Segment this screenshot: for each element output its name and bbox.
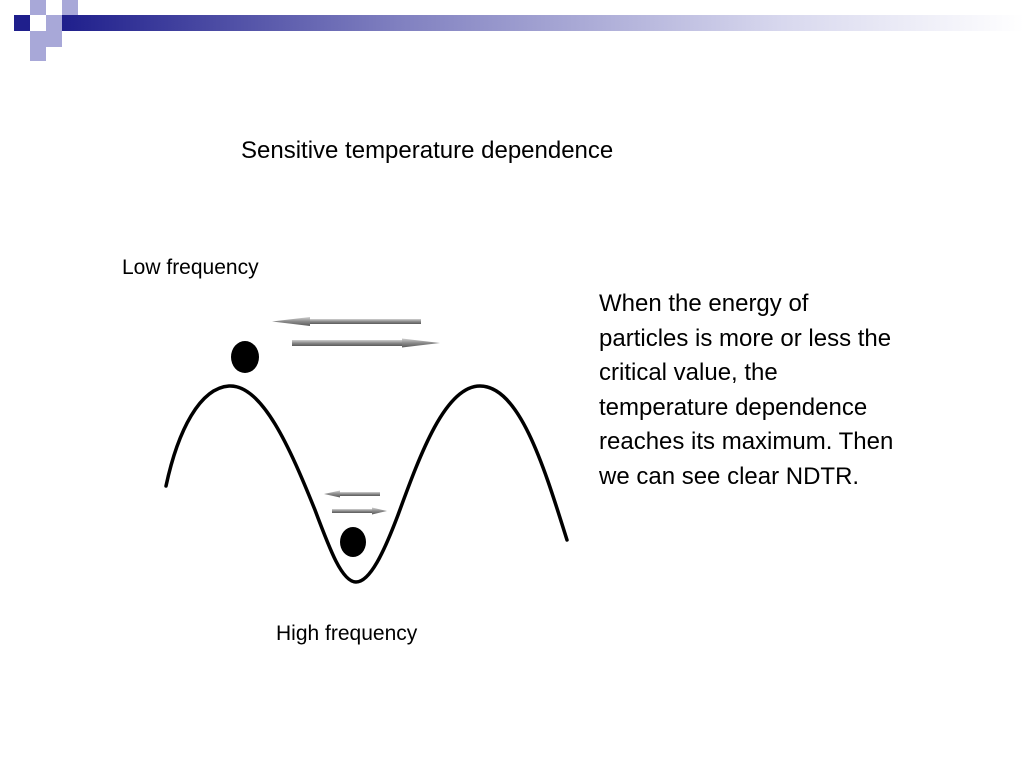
header-square: [30, 31, 46, 47]
header-square: [62, 0, 78, 15]
header-square: [30, 0, 46, 15]
potential-curve: [164, 384, 569, 584]
arrow-short-right: [332, 507, 387, 515]
header-square-navy: [14, 15, 30, 31]
header-decoration: [14, 0, 1024, 61]
header-gradient-bar: [62, 15, 1024, 31]
arrow-short-left: [324, 490, 380, 498]
arrow-long-left: [272, 317, 421, 326]
header-square: [30, 47, 46, 61]
slide-title: Sensitive temperature dependence: [241, 137, 614, 164]
low-frequency-label: Low frequency: [122, 256, 259, 279]
header-square: [46, 31, 62, 47]
high-frequency-label: High frequency: [276, 622, 418, 645]
particle-lower: [340, 527, 366, 557]
header-square: [46, 15, 62, 31]
description-text: When the energy of particles is more or …: [599, 290, 894, 490]
particle-upper: [231, 341, 259, 373]
arrow-long-right: [292, 338, 440, 348]
